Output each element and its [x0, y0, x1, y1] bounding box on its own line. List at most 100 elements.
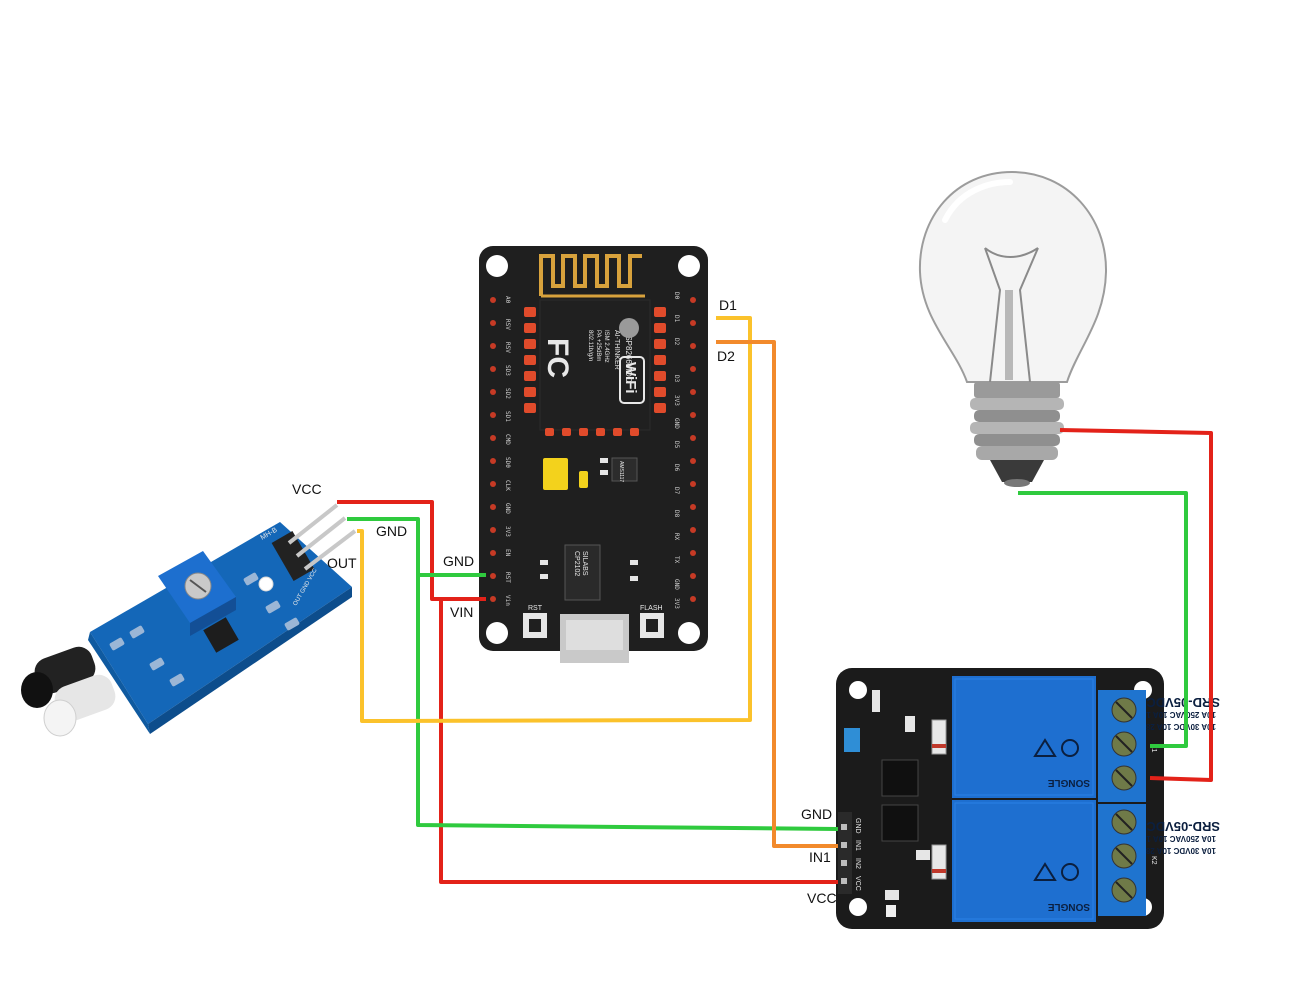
sensor-out-label: OUT	[327, 555, 357, 571]
channel-label: K2	[1150, 856, 1157, 865]
flash-button-label: FLASH	[640, 605, 663, 612]
pin-silk: D8	[673, 510, 680, 518]
pin-labels: VCC GND OUT D1 D2 GND VIN GND IN1 VCC	[292, 297, 837, 906]
relay-k2: SRD-05VDC-SL-C 10A 250VAC 10A 125VAC 10A…	[952, 800, 1220, 922]
header-silk: IN1	[854, 840, 861, 851]
nodemcu-gnd-label: GND	[443, 553, 474, 569]
wifi-badge-text: WiFi	[622, 362, 639, 394]
diode	[931, 719, 947, 755]
relay-input-header: GND IN1 IN2 VCC	[838, 812, 861, 894]
pin-silk: RX	[673, 533, 680, 541]
relay-rating: 10A 250VAC 10A 125VAC	[1121, 834, 1216, 843]
cqc-mark-icon	[1061, 863, 1079, 881]
warning-triangle-icon	[1033, 738, 1057, 757]
nodemcu-vin-label: VIN	[450, 604, 473, 620]
pin-silk: D7	[673, 487, 680, 495]
wires	[337, 316, 1213, 884]
optocoupler	[881, 804, 919, 842]
pin-silk: SD2	[504, 388, 511, 399]
antenna-trace-icon	[539, 254, 642, 296]
nodemcu-d1-label: D1	[719, 297, 737, 313]
pin-silk: D5	[673, 441, 680, 449]
sensor-pin	[295, 516, 347, 558]
voltage-regulator	[611, 457, 638, 482]
pin-silk: RST	[504, 572, 511, 583]
rst-button-label: RST	[528, 605, 543, 612]
diode	[931, 844, 947, 880]
pin-silk: 3V3	[673, 598, 680, 609]
ir-sensor-module: MH-B OUT GND VCC	[21, 503, 357, 737]
nodemcu-board: FC ESP8266MOD AI-THINKER ISM 2.4GHz PA +…	[479, 246, 708, 663]
esp-model-line: 802.11b/g/n	[587, 330, 593, 361]
pin-silk: GND	[673, 579, 680, 590]
pin-silk: 3V3	[673, 395, 680, 406]
terminal-block-k2: K2	[1098, 804, 1157, 916]
esp-module: FC ESP8266MOD AI-THINKER ISM 2.4GHz PA +…	[524, 299, 666, 436]
wire-vcc-relay	[432, 597, 838, 884]
relay-rating: 10A 30VDC 10A 28VDC	[1129, 846, 1216, 855]
ai-thinker-logo-icon	[619, 318, 639, 338]
pin-silk: Vin	[504, 595, 511, 606]
fcc-mark: FC	[541, 338, 574, 378]
pin-silk: D1	[673, 315, 680, 323]
left-pin-header	[490, 297, 496, 602]
warning-triangle-icon	[1033, 862, 1057, 881]
cqc-mark-icon	[1061, 739, 1079, 757]
regulator-label: AMS1117	[618, 461, 624, 482]
pin-silk: RSV	[504, 319, 511, 330]
pin-silk: D3	[673, 375, 680, 383]
pin-silk: D6	[673, 464, 680, 472]
relay-rating: 10A 250VAC 10A 125VAC	[1121, 710, 1216, 719]
wire-sensor-vcc	[337, 500, 486, 601]
wire-sensor-gnd	[347, 517, 486, 577]
wire-relay-bulb-green	[1018, 491, 1188, 748]
right-pin-silk: D0 D1 D2 D3 3V3 GND D5 D6 D7 D8 RX TX GN…	[673, 292, 680, 609]
mount-hole-icon	[486, 255, 508, 277]
pin-silk: SD0	[504, 457, 511, 468]
usb-chip-label: SILABS	[581, 551, 588, 576]
optocoupler	[881, 759, 919, 797]
mount-hole-icon	[849, 898, 867, 916]
pin-silk: CMD	[504, 434, 511, 445]
comparator-ic	[203, 617, 239, 653]
potentiometer	[158, 551, 236, 636]
pin-silk: EN	[504, 549, 511, 557]
right-pin-header	[690, 297, 696, 602]
wire-d2-in1	[716, 340, 838, 848]
relay-brand: SONGLE	[1047, 777, 1090, 788]
wire-relay-bulb-red	[1059, 428, 1213, 782]
esp-vendor-name: AI-THINKER	[613, 330, 620, 370]
sensor-gnd-label: GND	[376, 523, 407, 539]
sensor-pin-header	[271, 530, 315, 582]
pin-silk: CLK	[504, 480, 511, 491]
pin-silk: GND	[673, 418, 680, 429]
mount-hole-icon	[849, 681, 867, 699]
relay-in1-label: IN1	[809, 849, 831, 865]
sensor-vcc-label: VCC	[292, 481, 322, 497]
wire-gnd-relay	[416, 575, 839, 831]
relay-gnd-label: GND	[801, 806, 832, 822]
relay-brand: SONGLE	[1047, 901, 1090, 912]
header-silk: VCC	[854, 876, 861, 891]
usb-uart-chip	[564, 544, 601, 601]
relay-vcc-label: VCC	[807, 890, 837, 906]
mount-hole-icon	[486, 622, 508, 644]
mount-hole-icon	[678, 255, 700, 277]
terminal-block-k1: K1	[1098, 690, 1157, 802]
mount-hole-icon	[678, 622, 700, 644]
pin-silk: 3V3	[504, 526, 511, 537]
pin-silk: TX	[673, 556, 680, 564]
pin-silk: D2	[673, 338, 680, 346]
relay-k1: SRD-05VDC-SL-C 10A 250VAC 10A 125VAC 10A…	[952, 676, 1220, 798]
pin-silk: GND	[504, 503, 511, 514]
tantalum-capacitor	[543, 458, 568, 490]
pin-silk: D0	[673, 292, 680, 300]
esp-model-line: PA +25dBm	[595, 330, 601, 361]
relay-rating: 10A 30VDC 10A 28VDC	[1129, 722, 1216, 731]
header-silk: GND	[854, 818, 861, 834]
nodemcu-d2-label: D2	[717, 348, 735, 364]
relay-module: GND IN1 IN2 VCC SRD-05VDC-SL-C 10A 250VA…	[836, 668, 1220, 929]
pin-silk: SD3	[504, 365, 511, 376]
mount-hole-icon	[258, 576, 274, 592]
